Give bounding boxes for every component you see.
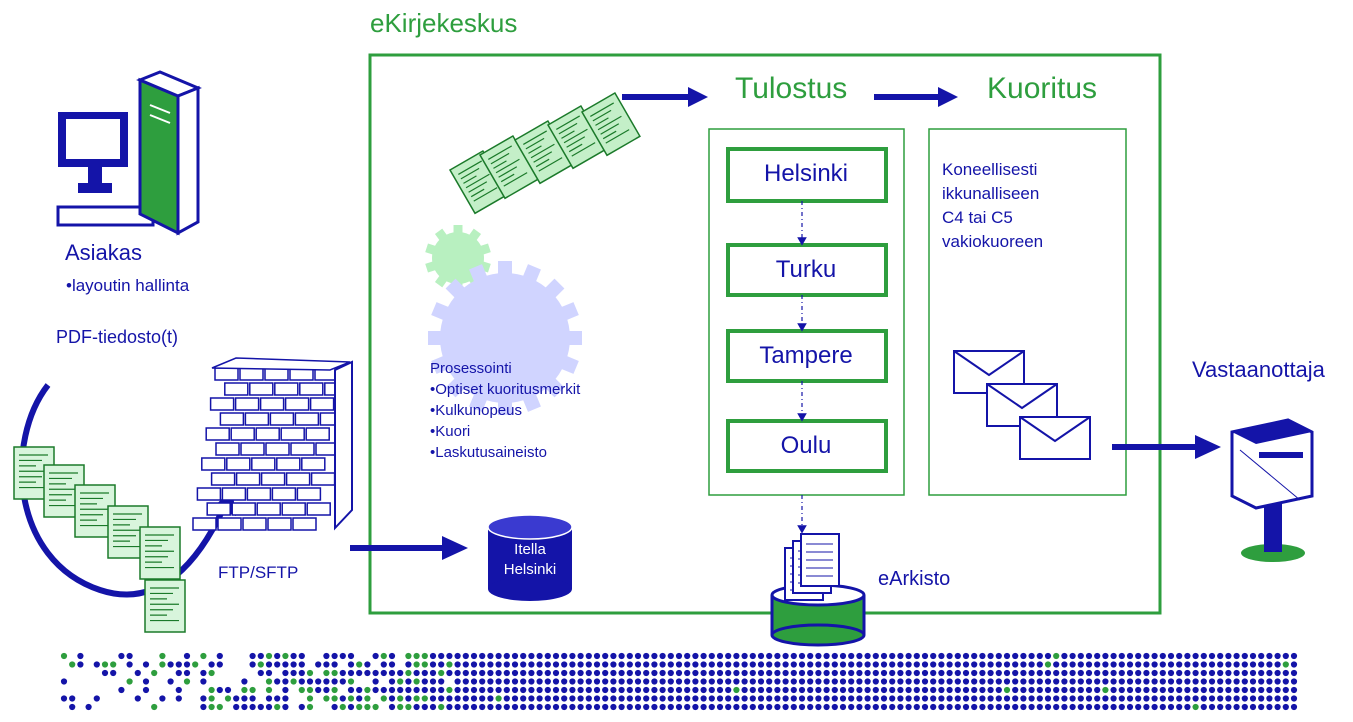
enveloping-description: Koneellisesti ikkunalliseen C4 tai C5 va… <box>942 158 1043 254</box>
city-helsinki: Helsinki <box>763 160 849 187</box>
database-line2: Helsinki <box>503 561 557 578</box>
mailbox-icon <box>1230 418 1314 562</box>
processing-item: •Kulkunopeus <box>430 402 522 419</box>
ekirjekeskus-title: eKirjekeskus <box>370 8 518 38</box>
processing-block: Prosessointi •Optiset kuoritusmerkit •Ku… <box>430 358 580 463</box>
database-icon <box>487 514 573 601</box>
client-documents-icon <box>13 446 186 633</box>
stage-print-title: Tulostus <box>735 72 848 105</box>
ekirjekeskus-frame <box>368 53 1162 615</box>
decorative-dot-field <box>60 652 1298 711</box>
client-bullet: •layoutin hallinta <box>66 276 190 295</box>
flow-arrowheads <box>442 87 1221 560</box>
envelopes-icon <box>953 350 1091 460</box>
print-box <box>708 128 905 496</box>
pdf-label: PDF-tiedosto(t) <box>56 327 179 347</box>
city-box-turku <box>726 243 888 297</box>
processing-item: •Kuori <box>430 423 471 440</box>
processing-item: •Laskutusaineisto <box>430 444 547 461</box>
enveloping-line: ikkunalliseen <box>942 184 1040 203</box>
flow-arrows <box>350 94 1198 551</box>
database-label: Itella Helsinki <box>490 540 570 580</box>
gear-large-icon <box>428 261 582 415</box>
city-box-oulu <box>726 419 888 473</box>
enveloping-line: vakiokuoreen <box>942 232 1044 251</box>
enveloping-line: Koneellisesti <box>942 160 1038 179</box>
processing-item: •Optiset kuoritusmerkit <box>430 381 581 398</box>
document-stream-icon <box>448 91 641 215</box>
city-box-tampere <box>726 329 888 383</box>
upload-arc <box>18 383 228 598</box>
database-line1: Itella <box>514 541 546 558</box>
archive-label: eArkisto <box>878 568 951 590</box>
city-tampere: Tampere <box>759 342 853 369</box>
recipient-label: Vastaanottaja <box>1192 357 1325 382</box>
transfer-label: FTP/SFTP <box>218 563 299 582</box>
firewall-icon <box>192 357 353 531</box>
client-label: Asiakas <box>65 240 143 265</box>
city-oulu: Oulu <box>780 432 832 459</box>
city-box-helsinki <box>726 147 888 203</box>
enveloping-line: C4 tai C5 <box>942 208 1013 227</box>
computer-icon <box>56 70 202 236</box>
city-turku: Turku <box>775 256 837 283</box>
processing-title: Prosessointi <box>430 360 512 377</box>
stage-enveloping-title: Kuoritus <box>987 72 1098 105</box>
enveloping-box <box>928 128 1127 496</box>
archive-icon <box>770 533 866 647</box>
